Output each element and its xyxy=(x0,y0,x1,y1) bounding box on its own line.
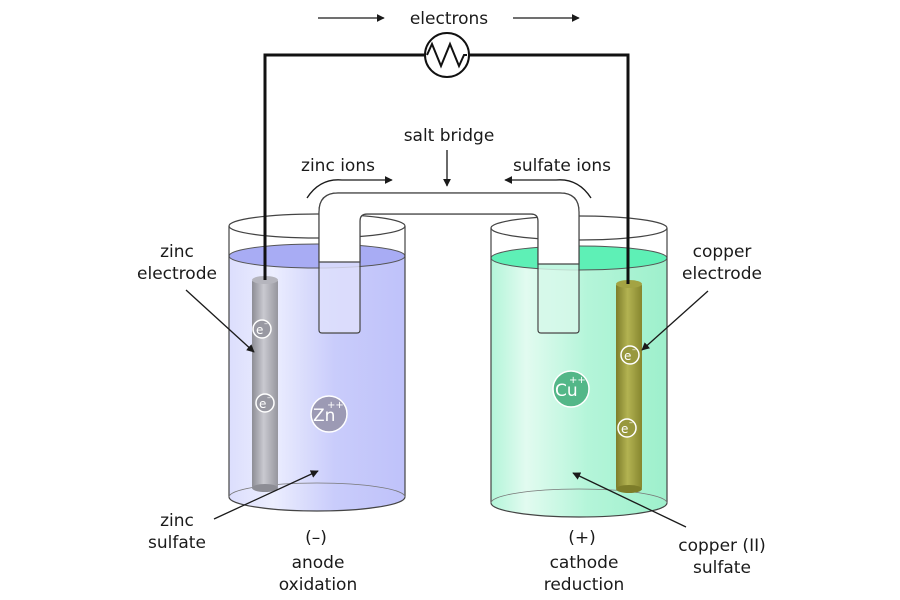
svg-text:–: – xyxy=(629,418,633,427)
zinc-electrode-pointer xyxy=(185,289,255,353)
svg-text:e: e xyxy=(256,323,263,337)
svg-text:e: e xyxy=(621,422,628,436)
zinc-ions-arrow xyxy=(306,176,393,199)
anode-label: anode xyxy=(292,553,345,573)
copper-sulfate-label-line1: copper (II) xyxy=(678,536,765,556)
sulfate-ions-label: sulfate ions xyxy=(513,156,611,176)
oxidation-label: oxidation xyxy=(279,575,357,595)
zinc-solution-surface xyxy=(228,243,406,269)
copper-electrode-pointer xyxy=(641,290,709,351)
svg-text:++: ++ xyxy=(327,400,344,411)
copper-electrode-label-line1: copper xyxy=(693,242,752,262)
cathode-label: cathode xyxy=(550,553,619,573)
load-resistor-icon xyxy=(424,32,470,78)
zinc-ion: Zn ++ xyxy=(310,395,348,433)
salt-bridge-tube xyxy=(318,192,580,334)
copper-electrode xyxy=(616,280,642,493)
electron-zinc-upper: e – xyxy=(252,319,272,339)
zinc-sulfate-pointer xyxy=(213,470,319,520)
electron-copper-upper: e – xyxy=(620,345,640,365)
copper-ion: Cu ++ xyxy=(552,370,590,408)
external-wire xyxy=(263,53,630,284)
zinc-sulfate-label-line1: zinc xyxy=(160,511,194,531)
zinc-electrode-label-line2: electrode xyxy=(137,264,217,284)
electron-copper-lower: e – xyxy=(617,418,637,438)
reduction-label: reduction xyxy=(544,575,625,595)
svg-text:++: ++ xyxy=(569,375,586,386)
zinc-electrode-label-line1: zinc xyxy=(160,242,194,262)
zinc-electrode xyxy=(252,276,278,492)
cathode-sign: (+) xyxy=(568,528,596,548)
svg-text:–: – xyxy=(267,393,271,402)
salt-bridge-label: salt bridge xyxy=(404,126,495,146)
svg-text:e: e xyxy=(259,397,266,411)
svg-text:–: – xyxy=(632,345,636,354)
zinc-sulfate-label-line2: sulfate xyxy=(148,533,206,553)
zinc-ions-label: zinc ions xyxy=(301,156,375,176)
zinc-beaker-rim xyxy=(228,213,406,239)
sulfate-ions-arrow xyxy=(504,176,592,199)
svg-text:e: e xyxy=(624,349,631,363)
copper-sulfate-pointer xyxy=(572,472,687,528)
electron-zinc-lower: e – xyxy=(255,393,275,413)
copper-electrode-label-line2: electrode xyxy=(682,264,762,284)
anode-sign: (–) xyxy=(305,528,327,548)
svg-text:Cu: Cu xyxy=(555,381,578,401)
electrons-label: electrons xyxy=(410,9,488,29)
svg-text:–: – xyxy=(264,319,268,328)
copper-sulfate-label-line2: sulfate xyxy=(693,558,751,578)
svg-text:Zn: Zn xyxy=(313,406,335,426)
